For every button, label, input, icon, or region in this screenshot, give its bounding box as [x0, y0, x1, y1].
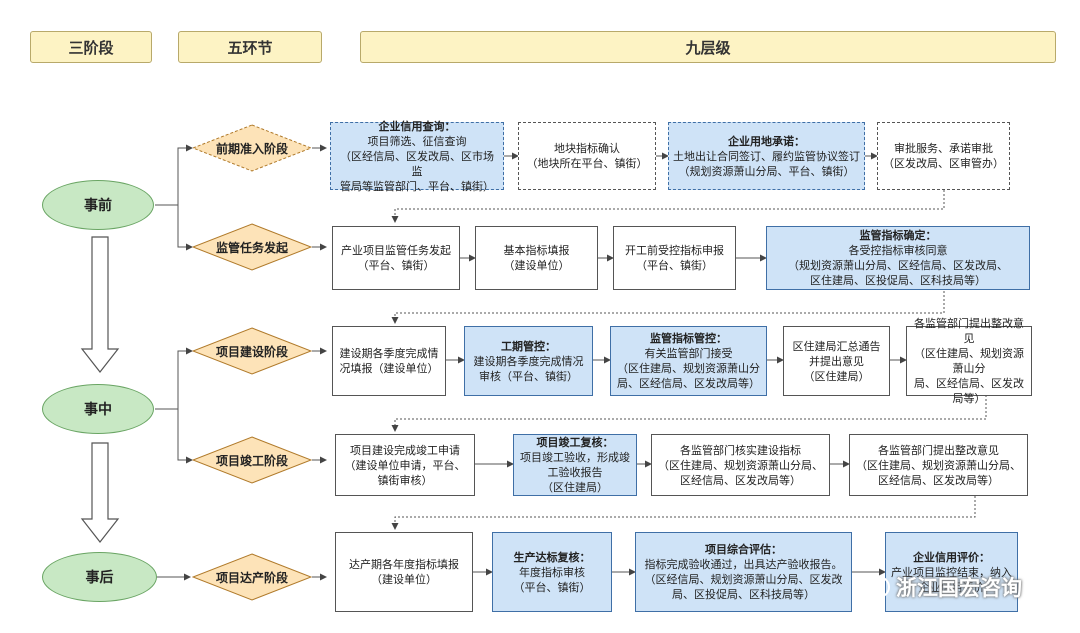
box-line: 建设期各季度完成情况 — [473, 354, 584, 368]
box-line: （建设单位） — [503, 259, 570, 272]
box-basic-indicators: 基本指标填报 （建设单位） — [475, 226, 598, 290]
box-line: 项目筛选、征信查询 — [367, 134, 467, 148]
box-line: 区住建局汇总通告 — [792, 339, 881, 353]
box-line: 地块指标确认 — [554, 142, 620, 155]
box-line: 各监管部门提出整改意见 — [878, 443, 999, 457]
box-line: 土地出让合同签订、履约监管协议签订 — [673, 149, 860, 163]
box-line: （区经信局、区发改局、区市场监 — [340, 149, 494, 178]
box-comprehensive-eval: 项目综合评估： 指标完成验收通过，出具达产验收报告。 （区经信局、规划资源萧山分局、… — [635, 532, 852, 612]
box-line: 审批服务、承诺审批 — [894, 142, 993, 155]
box-line: （区住建局、规划资源萧山分 — [914, 347, 1024, 375]
box-line: 况填报（建设单位） — [339, 362, 439, 375]
box-line: （区经信局、规划资源萧山分局、区发改 — [644, 573, 843, 586]
box-line: 建设期各季度完成情 — [339, 347, 439, 360]
header-links: 五环节 — [178, 31, 322, 63]
box-credit-evaluation: 企业信用评价：产业项目监控结束，纳入企业信用评价 — [885, 532, 1018, 612]
box-line: 项目建设完成竣工申请 — [350, 443, 460, 457]
box-line: 局、区经信局、区发改局等） — [914, 377, 1024, 405]
box-line: 各受控指标审核同意 — [848, 244, 948, 257]
box-verify-indicators: 各监管部门核实建设指标（区住建局、规划资源萧山分局、区经信局、区发改局等） — [651, 434, 830, 496]
box-line: 产业项目监管任务发起 — [341, 244, 451, 257]
box-line: （平台、镇街） — [636, 259, 713, 272]
box-schedule-control: 工期管控：建设期各季度完成情况审核（平台、镇街） — [464, 326, 593, 396]
box-line: 管局等监管部门、平台、镇街） — [340, 179, 494, 193]
box-line: 局、区经信局、区发改局等） — [617, 377, 760, 390]
box-title: 项目竣工复核： — [536, 436, 614, 449]
box-line: （区住建局、规划资源萧山分 — [617, 362, 760, 375]
box-title: 工期管控： — [501, 339, 556, 353]
box-line: 区经信局、区发改局等） — [878, 473, 999, 487]
box-line: 基本指标填报 — [503, 244, 570, 257]
box-quarterly-fill: 建设期各季度完成情况填报（建设单位） — [332, 326, 446, 396]
box-line: （地块所在平台、镇街） — [526, 157, 648, 170]
box-title: 监管指标确定： — [859, 229, 937, 242]
box-title: 企业用地承诺： — [728, 134, 805, 148]
box-line: 审核（平台、镇街） — [479, 369, 578, 383]
box-line: 企业信用评价 — [918, 580, 985, 594]
box-line: 项目竣工验收，形成竣 — [520, 451, 630, 464]
box-line: （区住建局、规划资源萧山分局、 — [856, 458, 1021, 472]
box-line: 区住建局、区投促局、区科技局等） — [810, 274, 986, 287]
box-line: 镇街审核） — [377, 473, 433, 487]
box-line: 并提出意见 — [809, 354, 864, 368]
box-completion-apply: 项目建设完成竣工申请（建设单位申请，平台、镇街审核） — [335, 434, 475, 496]
link-completion: 项目竣工阶段 — [192, 436, 312, 484]
box-line: （建设单位申请，平台、 — [344, 458, 466, 472]
box-indicator-confirm: 监管指标确定： 各受控指标审核同意 （规划资源萧山分局、区经信局、区发改局、区住建局… — [766, 226, 1030, 290]
box-line: （规划资源萧山分局、区经信局、区发改局、 — [788, 259, 1008, 272]
box-indicator-control: 监管指标管控： 有关监管部门接受 （区住建局、规划资源萧山分局、区经信局、区发改局等… — [610, 326, 767, 396]
box-rectify-opinion-1: 各监管部门提出整改意见（区住建局、规划资源萧山分局、区经信局、区发改局等） — [906, 317, 1032, 405]
link-task-initiation: 监管任务发起 — [192, 223, 312, 271]
box-line: 各监管部门提出整改意见 — [914, 317, 1024, 345]
link-construction: 项目建设阶段 — [192, 327, 312, 375]
box-line: （平台、镇街） — [513, 580, 591, 594]
box-line: 年度指标审核 — [519, 565, 585, 579]
watermark: 浙江国宏咨询 — [868, 572, 1022, 602]
box-title: 企业信用评价： — [913, 550, 990, 564]
box-title: 生产达标复核： — [513, 550, 591, 564]
box-line: 达产期各年度指标填报 — [349, 558, 459, 571]
link-pre-access: 前期准入阶段 — [192, 124, 312, 172]
box-approval-service: 审批服务、承诺审批 （区发改局、区审管办） — [877, 122, 1010, 190]
box-line: （平台、镇街） — [357, 259, 435, 272]
box-task-initiation: 产业项目监管任务发起 （平台、镇街） — [332, 226, 460, 290]
box-line: 指标完成验收通过，出具达产验收报告。 — [644, 558, 843, 571]
box-line: （区发改局、区审管办） — [883, 157, 1004, 170]
stage-during: 事中 — [42, 384, 154, 434]
box-line: （规划资源萧山分局、平台、镇街） — [678, 164, 855, 178]
box-title: 项目综合评估： — [705, 543, 782, 556]
stage-before: 事前 — [42, 180, 154, 230]
box-line: （建设单位） — [371, 573, 437, 586]
header-levels: 九层级 — [360, 31, 1056, 63]
box-line: （区住建局） — [803, 369, 870, 383]
box-credit-query: 企业信用查询：项目筛选、征信查询（区经信局、区发改局、区市场监管局等监管部门、平… — [330, 119, 504, 193]
box-line: 产业项目监控结束，纳入 — [891, 565, 1012, 579]
box-line: 局、区投促局、区科技局等） — [672, 588, 815, 601]
stage-after: 事后 — [42, 552, 157, 602]
box-preconstruction-declare: 开工前受控指标申报 （平台、镇街） — [613, 226, 736, 290]
box-line: 区经信局、区发改局等） — [680, 473, 801, 487]
box-annual-fill: 达产期各年度指标填报 （建设单位） — [335, 532, 473, 612]
box-line: 各监管部门核实建设指标 — [680, 443, 801, 457]
header-stages: 三阶段 — [30, 31, 152, 63]
wechat-icon — [868, 576, 890, 598]
box-land-quota: 地块指标确认 （地块所在平台、镇街） — [518, 122, 656, 190]
box-rectify-opinion-2: 各监管部门提出整改意见（区住建局、规划资源萧山分局、区经信局、区发改局等） — [849, 434, 1028, 496]
box-line: 开工前受控指标申报 — [625, 244, 724, 257]
box-completion-review: 项目竣工复核： 项目竣工验收，形成竣工验收报告 （区住建局） — [513, 434, 637, 496]
box-housing-notice: 区住建局汇总通告并提出意见（区住建局） — [783, 326, 890, 396]
box-line: 有关监管部门接受 — [644, 347, 733, 360]
box-production-review: 生产达标复核：年度指标审核（平台、镇街） — [492, 532, 612, 612]
box-line: （区住建局、规划资源萧山分局、 — [658, 458, 823, 472]
box-land-commitment: 企业用地承诺：土地出让合同签订、履约监管协议签订（规划资源萧山分局、平台、镇街） — [668, 122, 865, 190]
box-title: 企业信用查询： — [378, 119, 456, 133]
link-production: 项目达产阶段 — [192, 553, 312, 601]
box-title: 监管指标管控： — [650, 332, 727, 345]
box-line: 工验收报告 — [547, 466, 603, 479]
box-line: （区住建局） — [542, 481, 608, 494]
